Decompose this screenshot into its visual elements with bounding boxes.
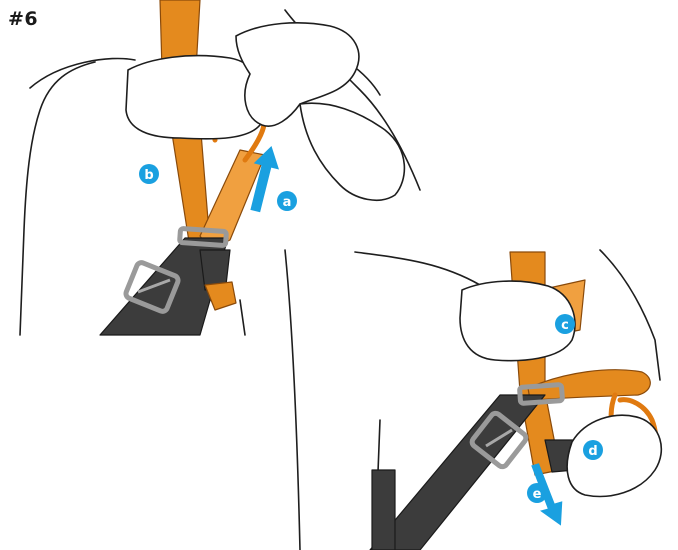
marker-a-label: a: [283, 195, 292, 210]
leg-strap-dark-right: [370, 395, 545, 550]
strap-tail-orange: [205, 282, 236, 310]
panel-top-left: [20, 0, 420, 335]
marker-c-label: c: [561, 318, 569, 333]
body-right-edge: [600, 250, 660, 380]
marker-d: d: [583, 440, 603, 460]
shoulder-line: [30, 58, 135, 88]
leg-strap-dark-lower: [372, 470, 395, 550]
marker-e: e: [527, 483, 547, 503]
hand-lower-glove: [567, 415, 661, 496]
marker-e-label: e: [533, 487, 542, 502]
hip-line: [240, 300, 245, 335]
marker-b: b: [139, 164, 159, 184]
body-outline-left: [20, 62, 95, 335]
marker-c: c: [555, 314, 575, 334]
arm-outline-right: [355, 252, 480, 285]
marker-d-label: d: [588, 444, 597, 459]
marker-b-label: b: [144, 168, 153, 183]
torso-outline-right: [285, 250, 300, 550]
marker-a: a: [277, 191, 297, 211]
sleeve-right: [300, 103, 404, 200]
panel-bottom-right: [285, 250, 661, 550]
